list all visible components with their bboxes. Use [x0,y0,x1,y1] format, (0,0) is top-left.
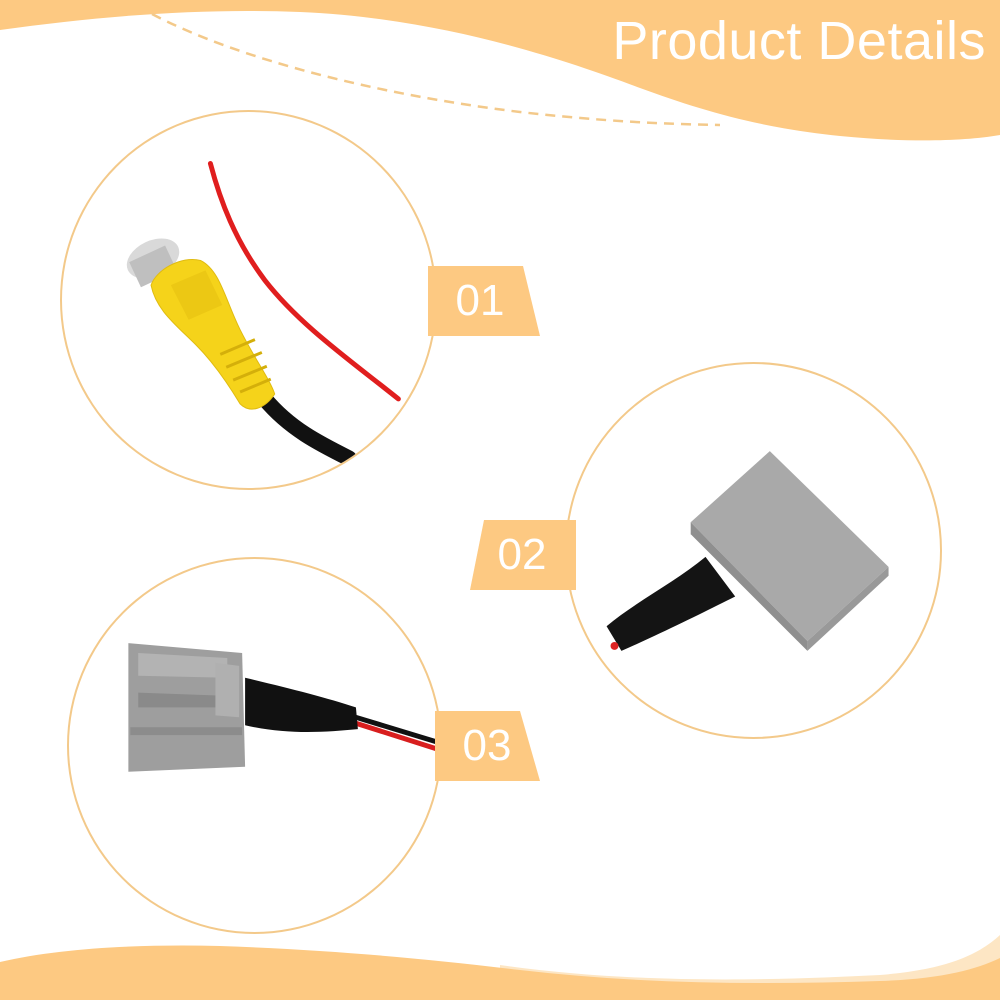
item-number-badge-1: 01 [428,266,540,336]
product-image-circle-1 [60,110,437,490]
flat-connector-image [606,451,889,651]
dashed-divider [151,12,721,127]
product-image-circle-2 [565,362,942,739]
item-number-badge-2: 02 [470,520,582,590]
item-number-badge-3: 03 [435,711,547,781]
bottom-band [0,945,1000,1000]
item-number-1: 01 [455,276,505,325]
harness-connector-image [128,643,438,772]
page-title: Product Details [612,11,986,71]
item-number-3: 03 [462,721,512,770]
item-number-2: 02 [497,530,547,579]
rca-connector-image [126,160,401,467]
product-image-circle-3 [67,557,442,934]
top-band [0,0,1000,141]
